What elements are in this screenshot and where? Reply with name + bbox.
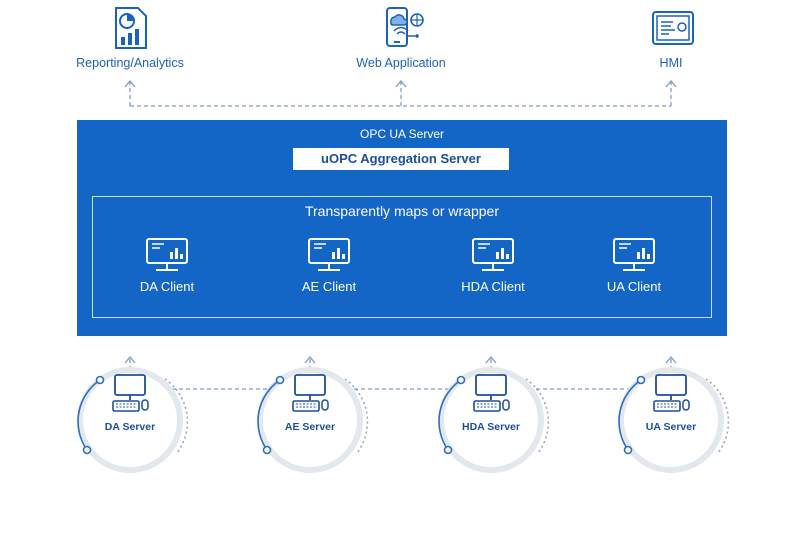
server-circle-graphic bbox=[77, 367, 189, 473]
server-circle-graphic bbox=[618, 367, 730, 473]
source-ua-server: UA Server bbox=[606, 355, 736, 485]
client-ua: UA Client bbox=[584, 237, 684, 294]
client-hda: HDA Client bbox=[443, 237, 543, 294]
client-monitor-icon bbox=[613, 238, 655, 271]
server-circle-graphic bbox=[438, 367, 550, 473]
source-label: AE Server bbox=[284, 421, 336, 433]
target-label-hmi: HMI bbox=[659, 56, 683, 70]
target-label-reporting: Reporting/Analytics bbox=[76, 56, 184, 70]
client-label: AE Client bbox=[301, 279, 357, 294]
client-label: UA Client bbox=[606, 279, 662, 294]
client-monitor-icon bbox=[146, 238, 188, 271]
client-da: DA Client bbox=[117, 237, 217, 294]
mobile-cloud-icon bbox=[381, 6, 424, 50]
source-label: HDA Server bbox=[462, 421, 520, 433]
client-monitor-icon bbox=[472, 238, 514, 271]
wrapper-title: Transparently maps or wrapper bbox=[304, 203, 499, 219]
hmi-panel-icon bbox=[651, 6, 694, 50]
source-label: DA Server bbox=[104, 421, 156, 433]
client-label: DA Client bbox=[139, 279, 195, 294]
client-monitor-icon bbox=[308, 238, 350, 271]
source-label: UA Server bbox=[645, 421, 697, 433]
source-hda-server: HDA Server bbox=[426, 355, 556, 485]
aggregation-server-label: uOPC Aggregation Server bbox=[293, 148, 509, 170]
client-ae: AE Client bbox=[279, 237, 379, 294]
target-label-web-application: Web Application bbox=[356, 56, 446, 70]
client-label: HDA Client bbox=[461, 279, 525, 294]
report-chart-icon bbox=[110, 6, 150, 50]
server-circle-graphic bbox=[257, 367, 369, 473]
source-ae-server: AE Server bbox=[245, 355, 375, 485]
wrapper-box: Transparently maps or wrapper DA Client bbox=[92, 196, 712, 318]
opc-ua-server-box: OPC UA Server uOPC Aggregation Server Tr… bbox=[77, 120, 727, 336]
server-title: OPC UA Server bbox=[359, 127, 445, 141]
source-da-server: DA Server bbox=[65, 355, 195, 485]
